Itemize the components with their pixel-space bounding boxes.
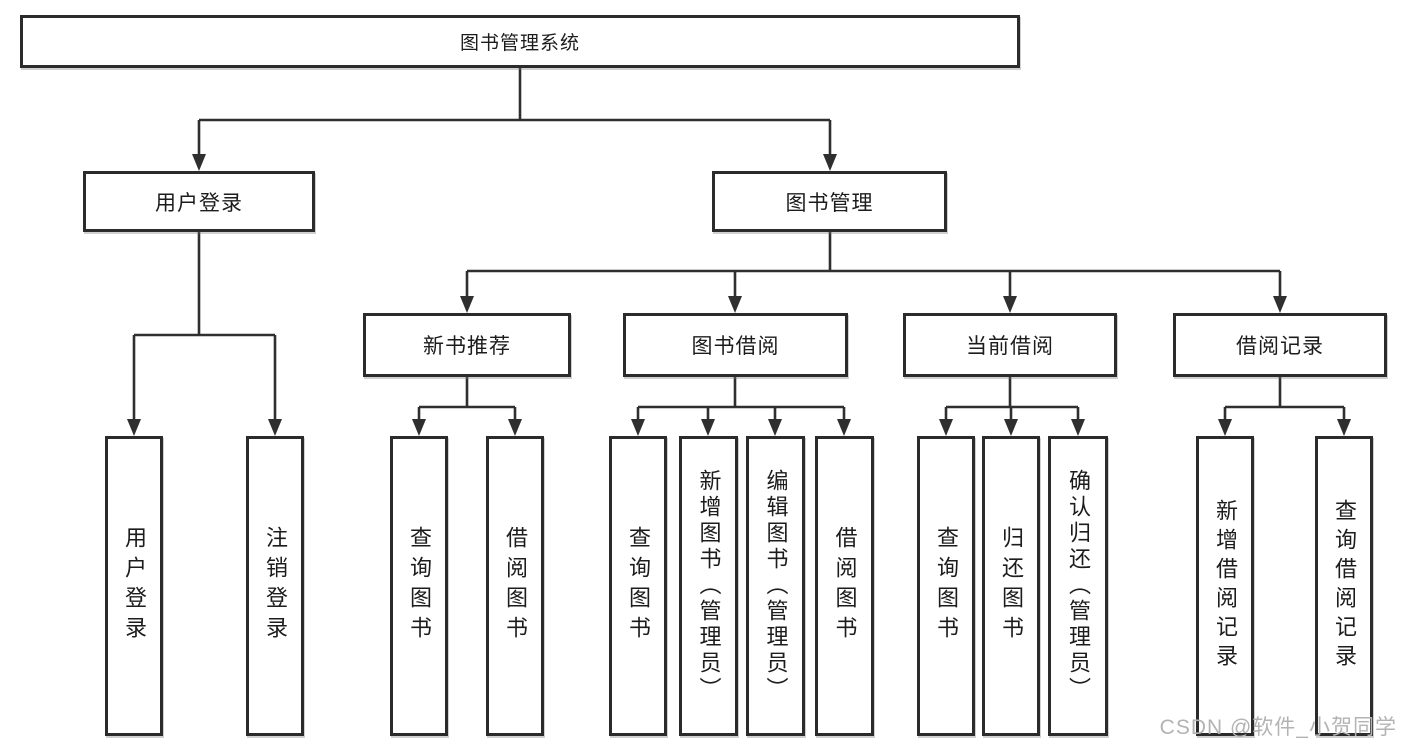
leaf-edit-book-admin: 编辑图书（管理员） — [746, 436, 805, 736]
csdn-watermark: CSDN @软件_小贺同学 — [1159, 716, 1397, 739]
leaf-query-book-recommend: 查询图书 — [390, 436, 448, 736]
leaf-confirm-return-admin: 确认归还（管理员） — [1048, 436, 1108, 736]
node-current-borrow: 当前借阅 — [903, 313, 1117, 377]
node-new-book-recommend: 新书推荐 — [363, 313, 571, 377]
leaf-borrow-book-recommend: 借阅图书 — [486, 436, 544, 736]
leaf-user-login: 用户登录 — [105, 436, 163, 736]
node-book-borrow: 图书借阅 — [623, 313, 848, 377]
node-book-management: 图书管理 — [712, 171, 947, 232]
leaf-return-book: 归还图书 — [982, 436, 1040, 736]
node-borrow-records: 借阅记录 — [1173, 313, 1387, 377]
leaf-borrow-book: 借阅图书 — [815, 436, 874, 736]
leaf-query-borrow-record: 查询借阅记录 — [1315, 436, 1373, 736]
leaf-query-book-current: 查询图书 — [917, 436, 975, 736]
leaf-add-borrow-record: 新增借阅记录 — [1196, 436, 1254, 736]
leaf-logout: 注销登录 — [246, 436, 304, 736]
leaf-query-book-borrow: 查询图书 — [609, 436, 667, 736]
node-user-login: 用户登录 — [83, 171, 315, 232]
leaf-add-book-admin: 新增图书（管理员） — [679, 436, 738, 736]
node-library-management-system: 图书管理系统 — [20, 15, 1020, 68]
